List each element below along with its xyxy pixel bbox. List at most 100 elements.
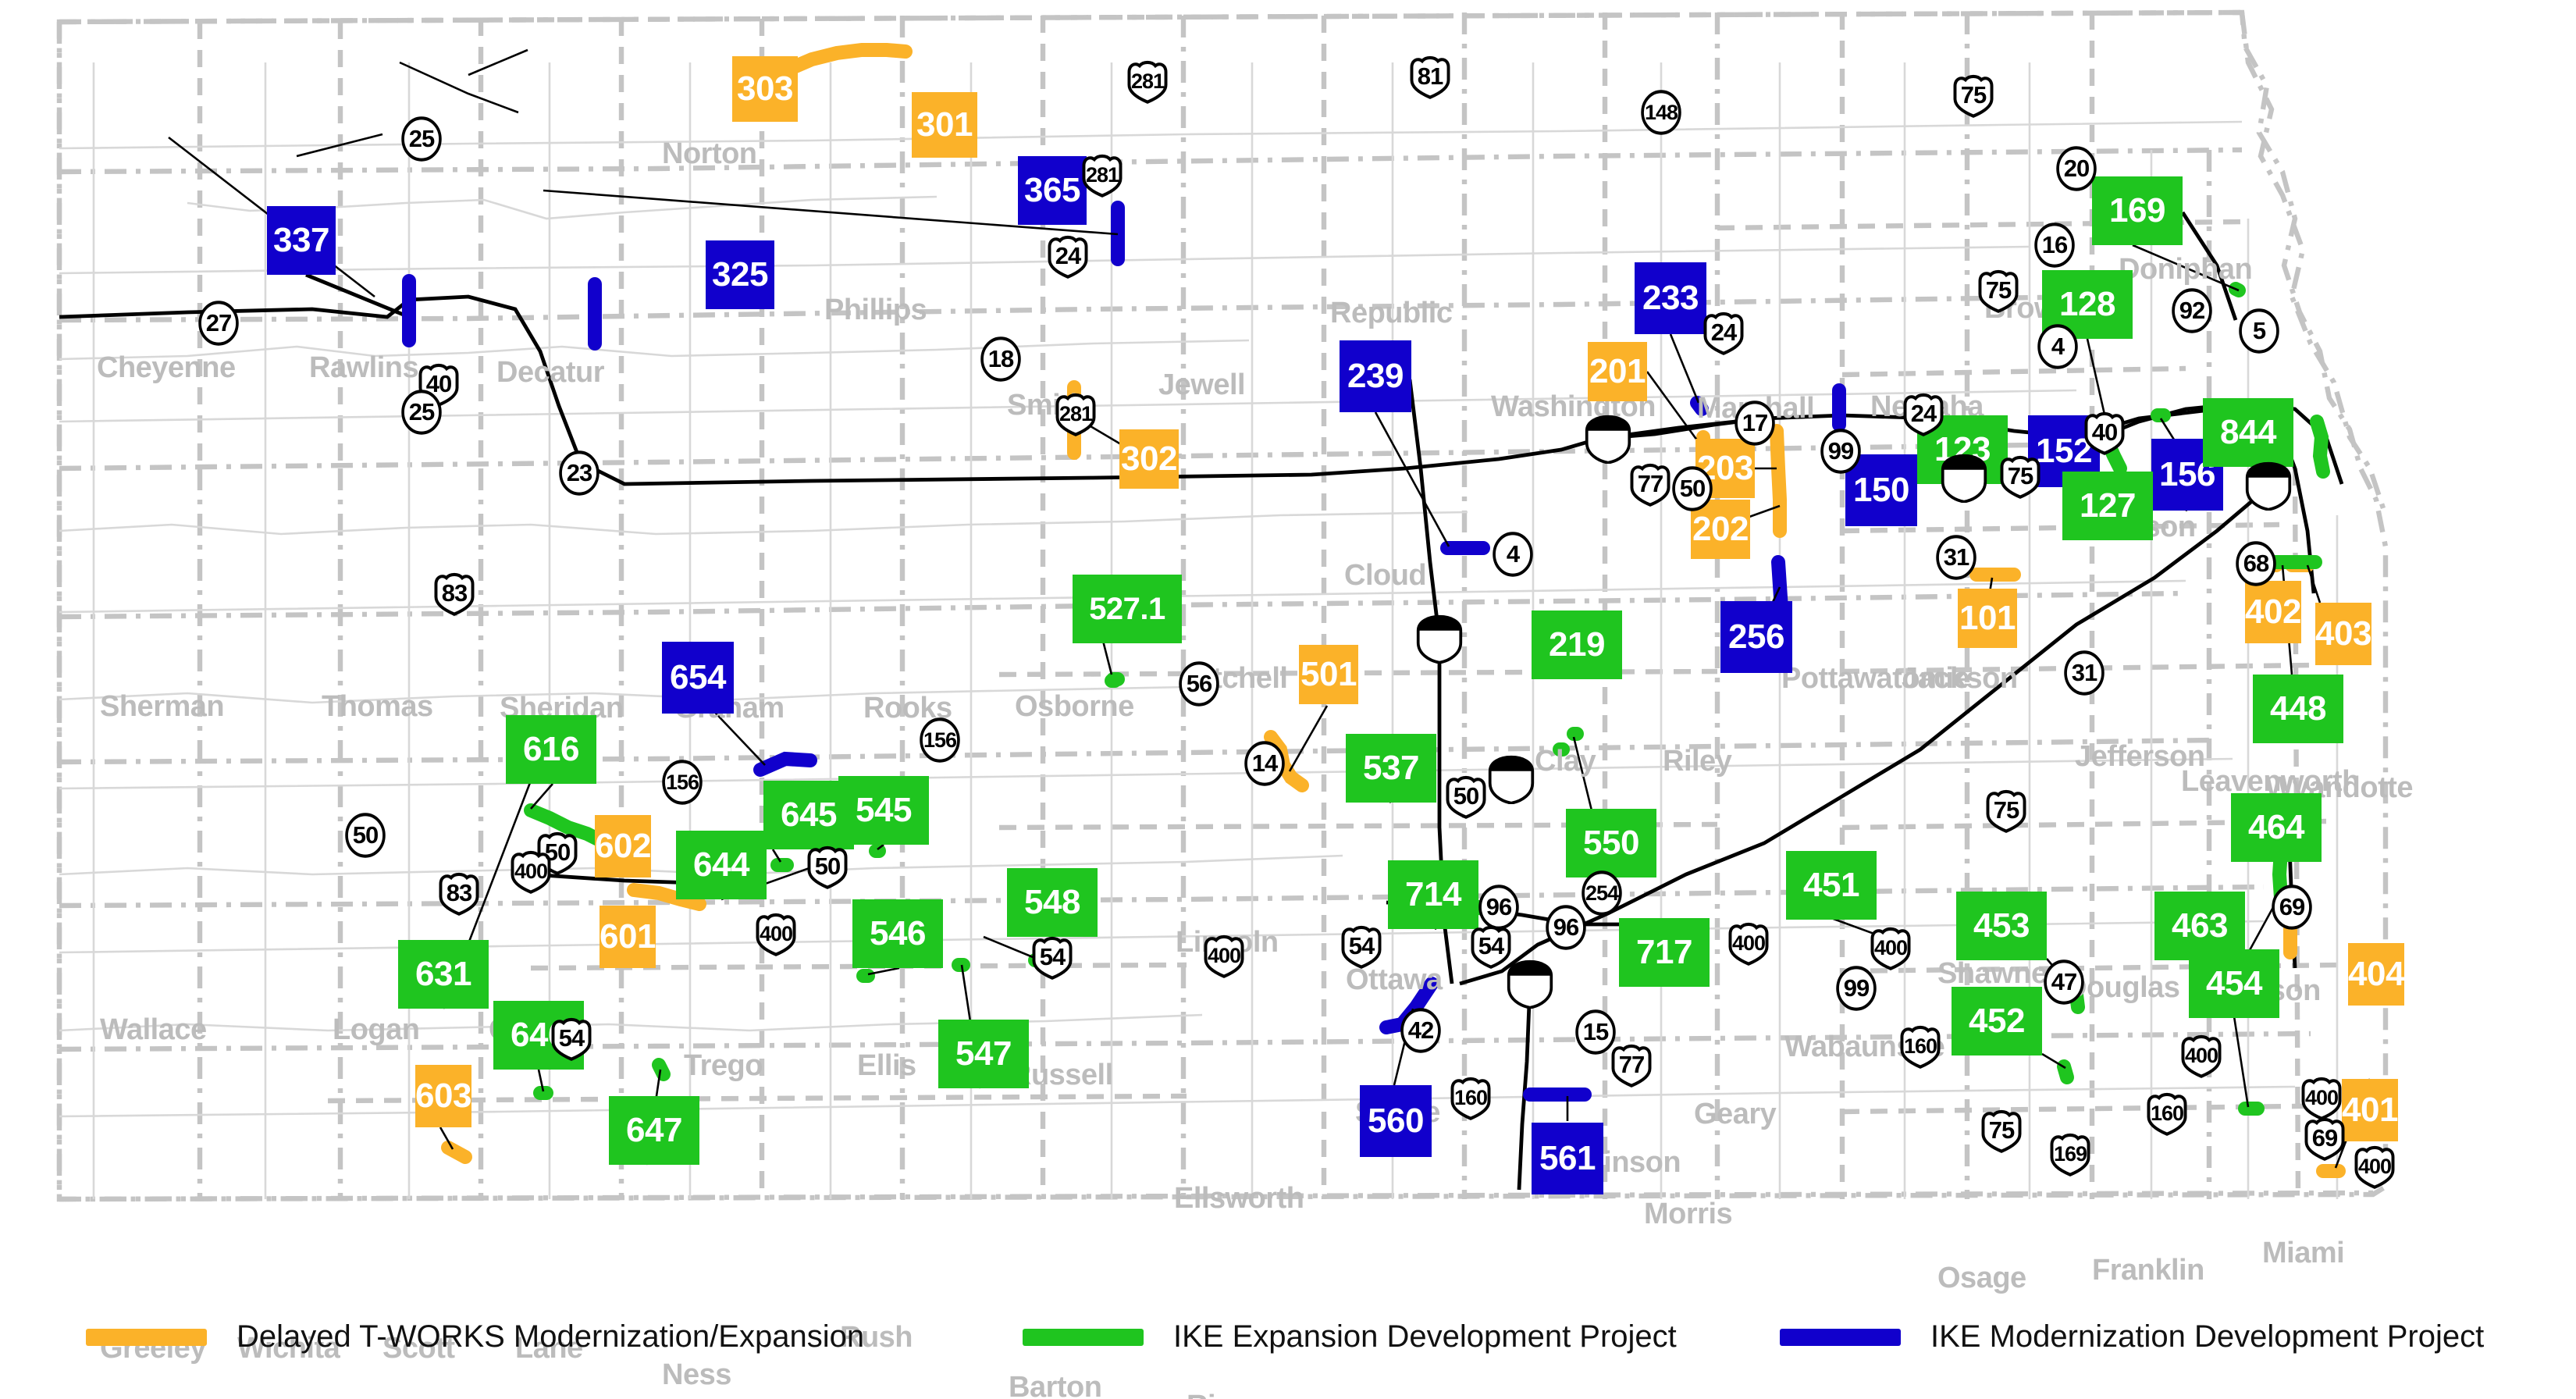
project-label-454[interactable]: 454	[2189, 949, 2279, 1018]
segment-blue-654	[753, 751, 817, 777]
segment-green-844	[2310, 415, 2330, 479]
legend-item-delayed-tworks: Delayed T-WORKS Modernization/Expansion	[86, 1319, 864, 1355]
highway-shield: 75	[1976, 268, 2020, 313]
segment-green-616	[524, 803, 610, 849]
highway-shield: 169	[2048, 1131, 2092, 1177]
project-label-844[interactable]: 844	[2203, 398, 2293, 467]
project-label-644[interactable]: 644	[676, 831, 767, 899]
project-label-501[interactable]: 501	[1299, 645, 1358, 704]
project-label-452[interactable]: 452	[1952, 987, 2042, 1055]
project-label-714[interactable]: 714	[1388, 860, 1478, 929]
project-label-453[interactable]: 453	[1956, 892, 2047, 960]
project-label-325[interactable]: 325	[706, 240, 774, 309]
shield-number: 135	[1422, 628, 1457, 652]
project-label-545[interactable]: 545	[838, 776, 929, 845]
shield-number: 69	[2279, 893, 2305, 920]
project-label-301[interactable]: 301	[912, 92, 977, 158]
shield-number: 69	[2311, 1124, 2338, 1152]
shield-number: 400	[514, 859, 548, 883]
highway-shield: 400	[1727, 920, 1770, 966]
project-label-101[interactable]: 101	[1958, 589, 2017, 648]
shield-number: 70	[1595, 426, 1621, 454]
shield-number: 47	[2051, 968, 2077, 995]
highway-shield: 92	[2172, 288, 2212, 333]
project-label-601[interactable]: 601	[600, 906, 656, 968]
highway-shield: 54	[1030, 934, 1074, 980]
shield-number: 400	[1207, 943, 1241, 967]
highway-shield: 77	[1610, 1042, 1653, 1088]
project-label-546[interactable]: 546	[852, 899, 943, 968]
project-label-219[interactable]: 219	[1532, 611, 1622, 679]
shield-number: 281	[1085, 162, 1119, 187]
project-label-602[interactable]: 602	[595, 815, 651, 877]
project-label-239[interactable]: 239	[1340, 340, 1411, 412]
project-label-537[interactable]: 537	[1346, 734, 1436, 803]
project-label-303[interactable]: 303	[732, 56, 798, 122]
highway-shield: 16	[2034, 222, 2075, 268]
project-label-302[interactable]: 302	[1119, 429, 1179, 489]
project-label-647[interactable]: 647	[609, 1096, 699, 1165]
project-label-616[interactable]: 616	[506, 715, 596, 784]
project-label-403[interactable]: 403	[2315, 603, 2371, 665]
highway-shield: 68	[2236, 541, 2276, 586]
project-label-527.1[interactable]: 527.1	[1073, 575, 1182, 643]
segment-blue-233	[1690, 396, 1709, 416]
project-label-550[interactable]: 550	[1566, 809, 1656, 877]
project-label-202[interactable]: 202	[1691, 500, 1750, 559]
project-label-448[interactable]: 448	[2253, 675, 2343, 743]
highway-shield: 83	[432, 571, 476, 616]
project-label-548[interactable]: 548	[1007, 868, 1098, 937]
highway-shield: 35	[2244, 461, 2293, 511]
project-label-401[interactable]: 401	[2342, 1079, 2398, 1141]
shield-number: 75	[1993, 796, 2019, 824]
project-label-201[interactable]: 201	[1588, 342, 1647, 401]
shield-number: 5	[2252, 317, 2266, 344]
highway-shield: 99	[1820, 429, 1861, 474]
project-label-451[interactable]: 451	[1786, 851, 1877, 920]
highway-shield: 50	[535, 830, 579, 875]
project-label-717[interactable]: 717	[1619, 918, 1710, 987]
project-label-547[interactable]: 547	[938, 1020, 1029, 1088]
highway-shield: 40	[417, 361, 461, 407]
project-label-654[interactable]: 654	[662, 642, 734, 714]
segment-orange-601	[627, 883, 706, 911]
highway-shield: 75	[1984, 788, 2028, 833]
project-label-631[interactable]: 631	[398, 940, 489, 1009]
project-label-603[interactable]: 603	[415, 1065, 471, 1127]
project-label-169[interactable]: 169	[2092, 176, 2183, 245]
shield-number: 83	[446, 879, 472, 906]
shield-number: 135	[1494, 768, 1528, 792]
project-label-127[interactable]: 127	[2062, 472, 2153, 540]
highway-shield: 17	[1735, 400, 1775, 446]
highway-shield: 160	[1449, 1075, 1493, 1120]
project-label-256[interactable]: 256	[1720, 601, 1792, 673]
shield-number: 14	[1251, 749, 1278, 777]
shield-number: 99	[1827, 437, 1854, 465]
project-label-150[interactable]: 150	[1845, 454, 1917, 526]
project-label-233[interactable]: 233	[1635, 262, 1706, 334]
highway-shield: 400	[1202, 933, 1246, 978]
shield-number: 35	[1517, 971, 1543, 999]
shield-number: 50	[544, 838, 571, 866]
shield-number: 4	[2051, 333, 2065, 360]
project-label-365[interactable]: 365	[1018, 156, 1087, 225]
highway-shield: 54	[1469, 924, 1513, 969]
project-label-463[interactable]: 463	[2154, 892, 2245, 960]
shield-number: 25	[408, 398, 435, 425]
shield-number: 400	[2357, 1154, 2392, 1178]
legend-label-delayed-tworks: Delayed T-WORKS Modernization/Expansion	[237, 1319, 865, 1354]
project-label-560[interactable]: 560	[1360, 1085, 1432, 1157]
highway-shield: 50	[345, 813, 386, 858]
project-label-402[interactable]: 402	[2245, 581, 2301, 643]
project-label-561[interactable]: 561	[1532, 1123, 1603, 1194]
highway-shield: 54	[1340, 924, 1383, 969]
highway-shield: 156	[662, 760, 703, 805]
segment-orange-203-202	[1770, 424, 1787, 538]
shield-number: 25	[408, 125, 435, 152]
shield-number: 17	[1742, 409, 1768, 436]
project-label-404[interactable]: 404	[2348, 943, 2404, 1006]
highway-shield: 77	[1628, 461, 1672, 507]
project-label-464[interactable]: 464	[2231, 793, 2322, 862]
project-label-337[interactable]: 337	[267, 206, 336, 275]
